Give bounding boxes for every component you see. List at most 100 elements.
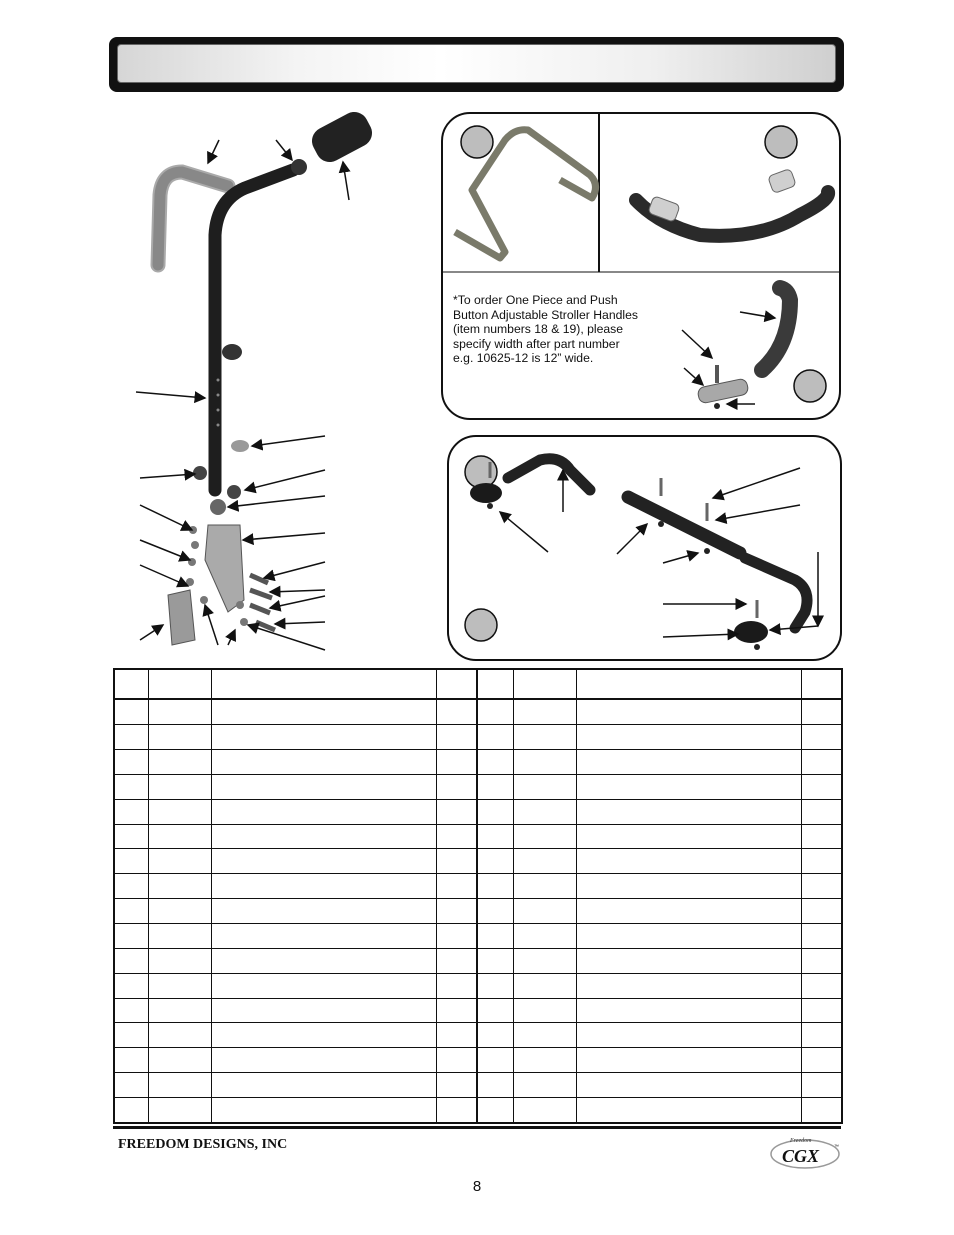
table-cell (147, 1097, 212, 1124)
push-handle-tube (208, 163, 300, 497)
table-cell (113, 773, 149, 800)
ordering-note: *To order One Piece and Push Button Adju… (453, 293, 653, 366)
table-cell (435, 698, 478, 726)
table-cell (147, 798, 212, 825)
table-cell (210, 1097, 437, 1124)
table-cell (435, 1022, 478, 1049)
table-cell (800, 1022, 843, 1049)
table-cell (210, 798, 437, 825)
table-cell (512, 773, 577, 800)
table-cell (147, 972, 212, 999)
adjustment-holes (216, 378, 220, 427)
table-cell (147, 1047, 212, 1074)
table-row (113, 1072, 843, 1099)
table-cell (147, 724, 212, 751)
handle-curve-right (739, 552, 813, 634)
table-cell (512, 1047, 577, 1074)
table-cell (435, 997, 478, 1024)
table-cell (575, 798, 802, 825)
table-cell (435, 848, 478, 875)
table-cell (147, 773, 212, 800)
table-cell (476, 873, 514, 900)
table-cell (210, 1072, 437, 1099)
stroller-handle-options-panel (441, 112, 841, 420)
clamp-block (167, 589, 196, 646)
table-cell (147, 698, 212, 726)
table-row (113, 823, 843, 850)
table-cell (512, 823, 577, 850)
one-piece-handle (453, 126, 599, 262)
table-cell (435, 798, 478, 825)
table-cell (210, 848, 437, 875)
table-cell (147, 947, 212, 974)
table-row (113, 1097, 843, 1124)
table-cell (210, 668, 437, 701)
table-cell (512, 724, 577, 751)
table-cell (575, 1097, 802, 1124)
table-cell (575, 1047, 802, 1074)
table-cell (512, 923, 577, 949)
ordering-note-line: *To order One Piece and Push (453, 293, 618, 307)
table-row (113, 972, 843, 999)
table-cell (575, 1022, 802, 1049)
table-row (113, 798, 843, 825)
table-cell (575, 773, 802, 800)
table-row (113, 848, 843, 875)
table-cell (512, 698, 577, 726)
spacer-washer (210, 499, 226, 515)
table-row (113, 997, 843, 1024)
table-row (113, 1022, 843, 1049)
table-cell (476, 773, 514, 800)
view-marker-d (464, 455, 498, 489)
lock-knob-right (227, 485, 241, 499)
table-cell (435, 724, 478, 751)
table-cell (575, 1072, 802, 1099)
table-cell (800, 668, 843, 701)
view-marker-b (764, 125, 798, 159)
table-cell (147, 848, 212, 875)
table-cell (476, 798, 514, 825)
table-cell (512, 947, 577, 974)
table-cell (113, 798, 149, 825)
table-row (113, 947, 843, 974)
table-cell (435, 1097, 478, 1124)
handle-section (754, 280, 799, 378)
table-cell (575, 873, 802, 900)
table-cell (800, 1097, 843, 1124)
table-cell (512, 1097, 577, 1124)
view-marker-c (793, 369, 827, 403)
table-cell (575, 698, 802, 726)
table-row (113, 923, 843, 949)
table-cell (147, 668, 212, 701)
table-cell (435, 972, 478, 999)
table-cell (512, 997, 577, 1024)
table-cell (435, 873, 478, 900)
bracket-bolts (248, 572, 276, 633)
height-adjust-button (222, 344, 242, 360)
swing-clamp-right (734, 621, 768, 643)
table-cell (512, 1072, 577, 1099)
table-cell (512, 898, 577, 925)
table-cell (113, 749, 149, 775)
swing-nuts (487, 503, 760, 650)
table-cell (575, 724, 802, 751)
table-cell (113, 898, 149, 925)
logo-script: Freedom (789, 1138, 812, 1144)
ordering-note-line: Button Adjustable Stroller Handles (453, 307, 638, 322)
lock-knob-left (193, 466, 207, 480)
ordering-note-line: (item numbers 18 & 19), please (453, 322, 624, 337)
table-cell (575, 923, 802, 949)
table-cell (512, 873, 577, 900)
table-cell (512, 848, 577, 875)
table-cell (575, 668, 802, 701)
lever-knob (231, 440, 249, 452)
table-cell (113, 1097, 149, 1124)
table-cell (435, 749, 478, 775)
table-cell (476, 848, 514, 875)
handle-clamp-right (768, 169, 796, 193)
table-cell (435, 823, 478, 850)
table-cell (147, 923, 212, 949)
table-cell (800, 773, 843, 800)
table-cell (800, 798, 843, 825)
table-cell (147, 749, 212, 775)
